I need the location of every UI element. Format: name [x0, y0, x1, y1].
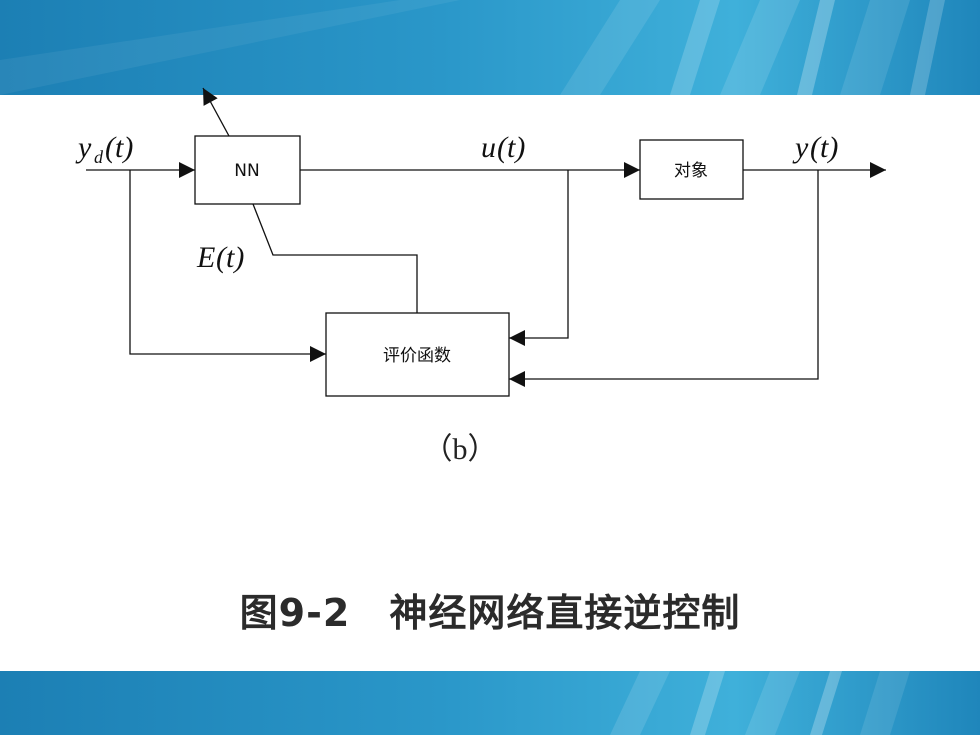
bottom-decorative-band: [0, 671, 980, 735]
bottom-band-stripes: [610, 671, 910, 735]
figure-caption: 图9-2 神经网络直接逆控制: [239, 591, 741, 635]
y-signal-label: y (t): [792, 131, 838, 164]
plant-block: [639, 139, 744, 200]
yd-signal-label: y d (t): [75, 131, 133, 167]
svg-text:E: E: [196, 241, 215, 274]
plant-label: 对象: [674, 161, 708, 181]
svg-text:(t): (t): [497, 131, 525, 164]
svg-text:(t): (t): [105, 131, 133, 164]
top-decorative-band: [0, 0, 980, 95]
svg-text:u: u: [481, 131, 496, 164]
nn-block: [194, 135, 301, 205]
svg-text:y: y: [75, 131, 92, 164]
evaluator-label: 评价函数: [383, 346, 451, 366]
error-feedback-line: [252, 203, 418, 313]
svg-text:y: y: [792, 131, 809, 164]
u-branch-line: [509, 170, 569, 346]
nn-label: NN: [234, 161, 259, 181]
error-signal-label: E (t): [196, 241, 244, 274]
top-band-stripes: [0, 0, 945, 95]
svg-text:(t): (t): [216, 241, 244, 274]
svg-text:(t): (t): [810, 131, 838, 164]
svg-text:d: d: [94, 147, 104, 167]
u-signal-label: u (t): [481, 131, 525, 164]
yd-branch-line: [129, 170, 326, 362]
subfigure-label: （b）: [422, 433, 498, 466]
learning-arrow: [202, 87, 230, 137]
y-branch-line: [509, 170, 819, 387]
